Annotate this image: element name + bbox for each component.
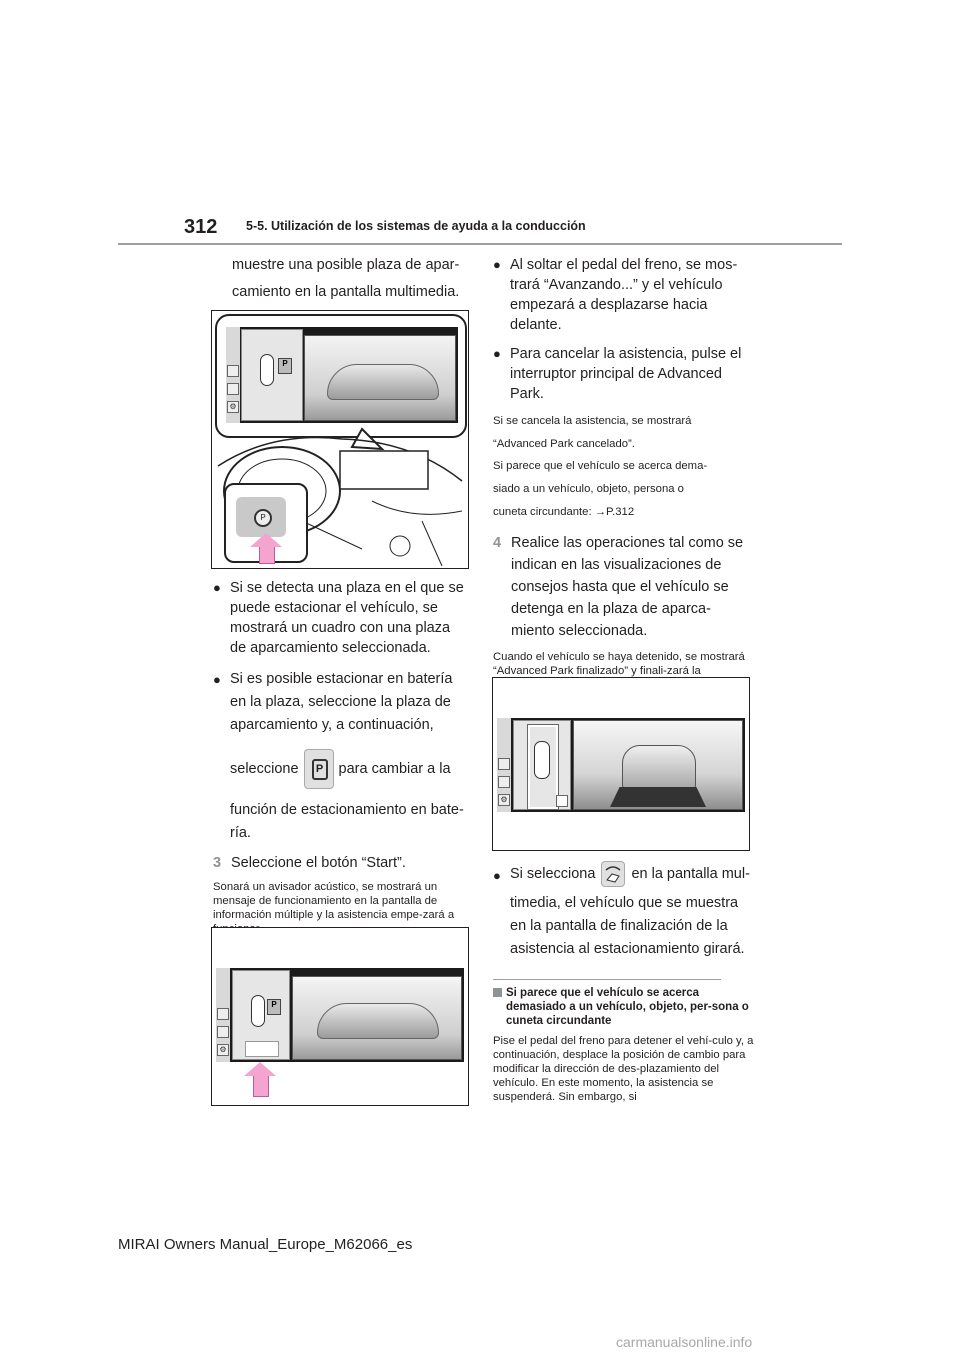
figure-start-screen: ⚙ P — [211, 927, 469, 1106]
top-view-map: P — [241, 329, 303, 421]
screen-sidebar: ⚙ — [216, 968, 230, 1062]
section-divider — [493, 979, 721, 980]
multimedia-screen: ⚙ P — [216, 968, 464, 1062]
car-front-view — [622, 745, 696, 791]
right-column-bottom: ● Si selecciona en la pantalla mul- time… — [493, 858, 755, 1104]
step-text-line: detenga en la plaza de aparca- — [511, 601, 711, 617]
bullet-text-line: Si selecciona — [510, 865, 596, 882]
note-line: siado a un vehículo, objeto, persona o — [493, 483, 684, 495]
right-column-top: ● Al soltar el pedal del freno, se mos-t… — [493, 255, 751, 692]
bullet-text: Para cancelar la asistencia, pulse el in… — [510, 346, 742, 402]
parking-icon — [227, 365, 239, 377]
bullet-text-line: ría. — [230, 825, 251, 841]
car-top-view — [534, 741, 550, 779]
camera-view — [573, 720, 743, 810]
steering-wheel-icon: P — [254, 509, 272, 527]
bullet-item: ● Al soltar el pedal del freno, se mos-t… — [493, 257, 738, 333]
subsection-body: Pise el pedal del freno para detener el … — [493, 1035, 754, 1103]
subsection-heading: Si parece que el vehículo se acerca dema… — [493, 986, 755, 1028]
screen-sidebar: ⚙ — [497, 718, 511, 812]
bullet-text-line: timedia, el vehículo que se muestra — [510, 895, 739, 911]
intro-line-2: camiento en la pantalla multimedia. — [232, 283, 460, 300]
bullet-item: ● Si se detecta una plaza en el que se p… — [213, 580, 464, 656]
note-line: “Advanced Park cancelado”. — [493, 438, 635, 450]
subheading-text: Si parece que el vehículo se acerca dema… — [506, 987, 749, 1027]
watermark: carmanualsonline.info — [616, 1334, 753, 1350]
step-number: 4 — [493, 535, 502, 551]
bullet-text-line: en la pantalla mul- — [631, 865, 750, 882]
start-button[interactable] — [245, 1041, 279, 1057]
figure-finished-screen: ⚙ — [492, 677, 750, 851]
page-number: 312 — [184, 216, 218, 238]
bullet-text-line: en la pantalla de finalización de la — [510, 918, 728, 934]
parking-mode-icon — [498, 776, 510, 788]
bullet-text: Si se detecta una plaza en el que se pue… — [230, 580, 464, 656]
step-text-line: consejos hasta que el vehículo se — [511, 579, 729, 595]
rotate-car-icon[interactable] — [556, 795, 568, 807]
parking-icon — [498, 758, 510, 770]
parking-mode-icon — [227, 383, 239, 395]
step-text-line: indican en las visualizaciones de — [511, 557, 722, 573]
pink-arrow-icon — [244, 1062, 276, 1076]
dashboard-illustration — [217, 427, 463, 567]
parking-slot-label: P — [267, 999, 281, 1015]
step-text-line: miento seleccionada. — [511, 623, 648, 639]
left-bullets: ● Si se detecta una plaza en el que se p… — [213, 578, 468, 936]
intro-text: muestre una posible plaza de apar- camie… — [232, 255, 472, 303]
top-view-map — [513, 720, 571, 810]
parking-mode-icon: P — [303, 749, 334, 789]
parking-slot-label: P — [278, 358, 292, 374]
header-divider — [118, 243, 842, 245]
bullet-text: Al soltar el pedal del freno, se mos-tra… — [510, 257, 738, 333]
bullet-text-line: para cambiar a la — [338, 760, 451, 777]
bullet-text-line: asistencia al estacionamiento girará. — [510, 941, 745, 957]
step-4: 4 Realice las operaciones tal como se in… — [493, 532, 751, 642]
footer-text: MIRAI Owners Manual_Europe_M62066_es — [118, 1236, 413, 1253]
step-number: 3 — [213, 855, 222, 871]
multimedia-screen: ⚙ P — [226, 327, 458, 423]
camera-view — [292, 976, 462, 1060]
intro-line-1: muestre una posible plaza de apar- — [232, 257, 460, 273]
parking-mode-icon — [217, 1026, 229, 1038]
parked-car-side — [317, 1003, 439, 1039]
top-view-map: P — [232, 970, 290, 1060]
note-line: Si parece que el vehículo se acerca dema… — [493, 460, 708, 472]
parked-car-side — [327, 364, 439, 400]
step-3: 3 Seleccione el botón “Start”. — [213, 852, 468, 874]
screen-sidebar: ⚙ — [226, 327, 240, 423]
multimedia-screen: ⚙ — [497, 718, 745, 812]
step-text-line: Realice las operaciones tal como se — [511, 535, 744, 551]
parking-slot-frame — [527, 724, 559, 810]
bullet-text-line: función de estacionamiento en bate- — [230, 802, 464, 818]
rotate-car-icon — [601, 861, 626, 887]
page-reference-link[interactable]: →P.312 — [594, 506, 635, 518]
step-3-note: Sonará un avisador acústico, se mostrará… — [213, 881, 455, 935]
section-title: 5-5. Utilización de los sistemas de ayud… — [246, 219, 586, 233]
figure-dashboard: ⚙ P P — [211, 310, 469, 569]
car-top-view — [251, 995, 265, 1027]
bullet-item: ● Si es posible estacionar en batería en… — [213, 668, 468, 845]
bullet-text-line: en la plaza, seleccione la plaza de — [230, 694, 451, 710]
camera-view — [304, 335, 456, 421]
pink-arrow-icon — [250, 533, 282, 547]
note-line: Si se cancela la asistencia, se mostrará — [493, 415, 692, 427]
road-area — [610, 787, 706, 807]
note-line: cuneta circundante: →P.312 — [493, 506, 635, 518]
cancel-note: Si se cancela la asistencia, se mostrará… — [493, 410, 751, 524]
settings-icon: ⚙ — [498, 794, 510, 806]
bullet-text-line: aparcamiento y, a continuación, — [230, 717, 434, 733]
bullet-item: ● Para cancelar la asistencia, pulse el … — [493, 346, 742, 402]
bullet-item: ● Si selecciona en la pantalla mul- time… — [493, 858, 755, 961]
settings-icon: ⚙ — [227, 401, 239, 413]
parking-icon — [217, 1008, 229, 1020]
bullet-text-line: seleccione — [230, 760, 299, 777]
car-top-view — [260, 354, 274, 386]
bullet-text-line: Si es posible estacionar en batería — [230, 671, 453, 687]
settings-icon: ⚙ — [217, 1044, 229, 1056]
step-text: Seleccione el botón “Start”. — [231, 855, 406, 871]
